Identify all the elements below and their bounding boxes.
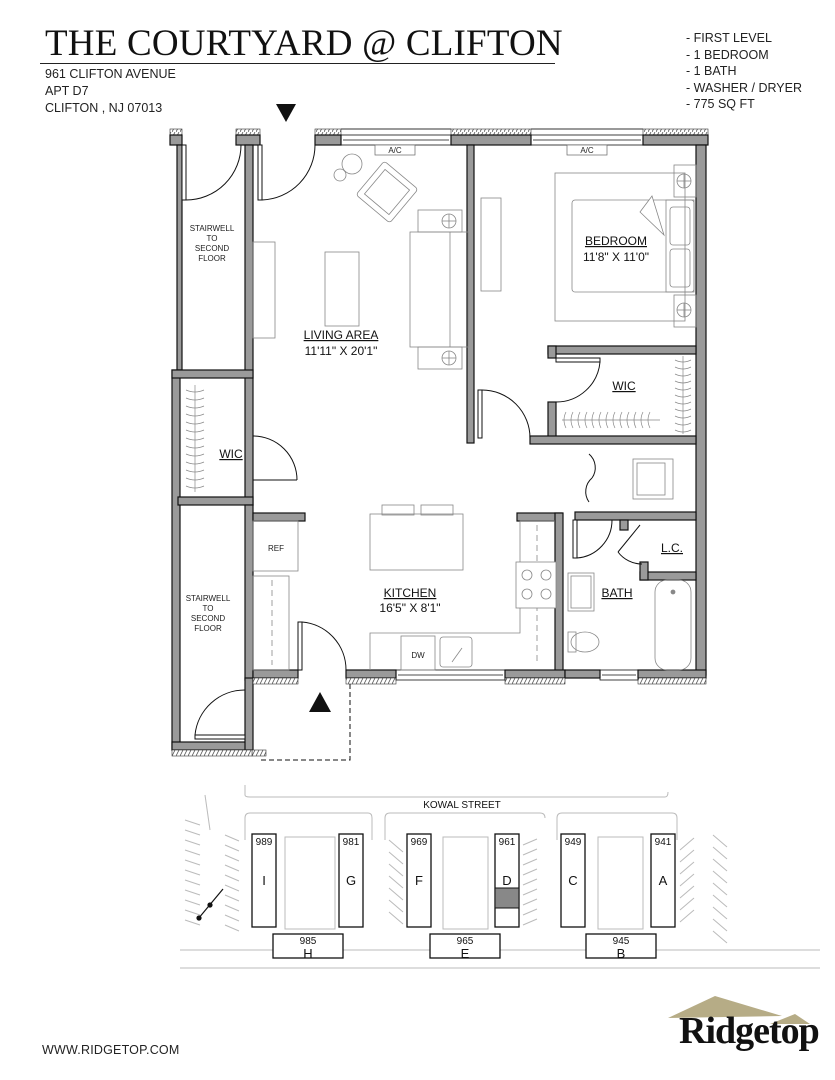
doors (181, 144, 643, 761)
svg-text:965: 965 (457, 936, 474, 947)
svg-text:969: 969 (411, 837, 428, 848)
address-street: 961 CLIFTON AVENUE (45, 67, 176, 81)
svg-text:TO: TO (207, 234, 218, 243)
wic-bedroom-label: WIC (612, 379, 636, 393)
svg-text:D: D (502, 873, 511, 888)
svg-text:SECOND: SECOND (191, 614, 225, 623)
building-945 (585, 933, 657, 959)
kitchen-dims: 16'5" X 8'1" (379, 601, 440, 615)
building-981 (338, 833, 364, 928)
living-area-dims: 11'11" X 20'1" (305, 344, 378, 358)
ac-units: A/C A/C (374, 144, 608, 156)
feature-item: - FIRST LEVEL (686, 31, 772, 45)
exterior-wall-top (169, 128, 709, 136)
svg-text:989: 989 (256, 837, 273, 848)
kitchen-fixtures (252, 504, 557, 671)
svg-text:945: 945 (613, 936, 630, 947)
washer-dryer (632, 458, 674, 500)
title-underline (40, 63, 555, 64)
site-plan: KOWAL STREET (180, 785, 820, 969)
feature-item: - 1 BEDROOM (686, 47, 769, 62)
svg-text:A: A (659, 873, 668, 888)
svg-text:985: 985 (300, 936, 317, 947)
living-furniture (252, 153, 469, 370)
bedroom-furniture (480, 164, 697, 328)
svg-text:TO: TO (203, 604, 214, 613)
ac-label: A/C (580, 146, 594, 155)
logo-text: Ridgetop (679, 1010, 820, 1052)
unit-d7-highlight (494, 887, 520, 909)
svg-text:B: B (617, 946, 626, 961)
ridgetop-logo: Ridgetop (665, 993, 820, 1063)
svg-text:C: C (568, 873, 577, 888)
feature-item: - 1 BATH (686, 64, 737, 78)
page-title: THE COURTYARD @ CLIFTON (45, 23, 563, 64)
entry-arrow-bottom-icon (309, 692, 331, 712)
svg-text:SECOND: SECOND (195, 244, 229, 253)
ac-label: A/C (388, 146, 402, 155)
building-965 (429, 933, 501, 959)
feature-item: - 775 SQ FT (686, 97, 755, 111)
exterior-wall-bottom (171, 677, 707, 757)
address-block: 961 CLIFTON AVENUE APT D7 CLIFTON , NJ 0… (45, 66, 176, 117)
ref-label: REF (268, 544, 284, 553)
svg-text:H: H (303, 946, 312, 961)
feature-item: - WASHER / DRYER (686, 80, 802, 95)
svg-text:961: 961 (499, 837, 516, 848)
address-unit: APT D7 (45, 84, 89, 98)
dw-label: DW (411, 651, 425, 660)
bath-fixtures (567, 572, 692, 671)
features-list: - FIRST LEVEL - 1 BEDROOM - 1 BATH - WAS… (686, 30, 802, 113)
building-949 (560, 833, 586, 928)
address-city: CLIFTON , NJ 07013 (45, 101, 163, 115)
svg-text:FLOOR: FLOOR (194, 624, 222, 633)
kitchen-label: KITCHEN (384, 586, 437, 600)
svg-text:F: F (415, 873, 423, 888)
building-941 (650, 833, 676, 928)
logo-roof-icon (668, 996, 810, 1024)
building-961 (494, 833, 520, 928)
website-link[interactable]: WWW.RIDGETOP.COM (42, 1043, 180, 1057)
svg-text:FLOOR: FLOOR (198, 254, 226, 263)
svg-text:G: G (346, 873, 356, 888)
svg-text:941: 941 (655, 837, 672, 848)
bedroom-label: BEDROOM (585, 234, 647, 248)
entry-arrow-top-icon (276, 104, 296, 122)
linen-closet-label: L.C. (661, 541, 683, 555)
closet-hangers (185, 356, 692, 492)
street-label: KOWAL STREET (423, 800, 501, 811)
svg-text:E: E (461, 946, 470, 961)
walls (169, 134, 709, 751)
wic-left-label: WIC (219, 447, 243, 461)
bedroom-dims: 11'8" X 11'0" (583, 250, 649, 264)
building-989 (251, 833, 277, 928)
living-area-label: LIVING AREA (304, 328, 379, 342)
room-labels: LIVING AREA 11'11" X 20'1" BEDROOM 11'8"… (186, 224, 683, 660)
bath-label: BATH (601, 586, 632, 600)
building-969 (406, 833, 432, 928)
svg-text:I: I (262, 873, 266, 888)
stairwell-bottom-label: STAIRWELL (186, 594, 231, 603)
stairwell-top-label: STAIRWELL (190, 224, 235, 233)
compass-icon (196, 888, 224, 921)
building-985 (272, 933, 344, 959)
svg-text:949: 949 (565, 837, 582, 848)
svg-text:981: 981 (343, 837, 360, 848)
